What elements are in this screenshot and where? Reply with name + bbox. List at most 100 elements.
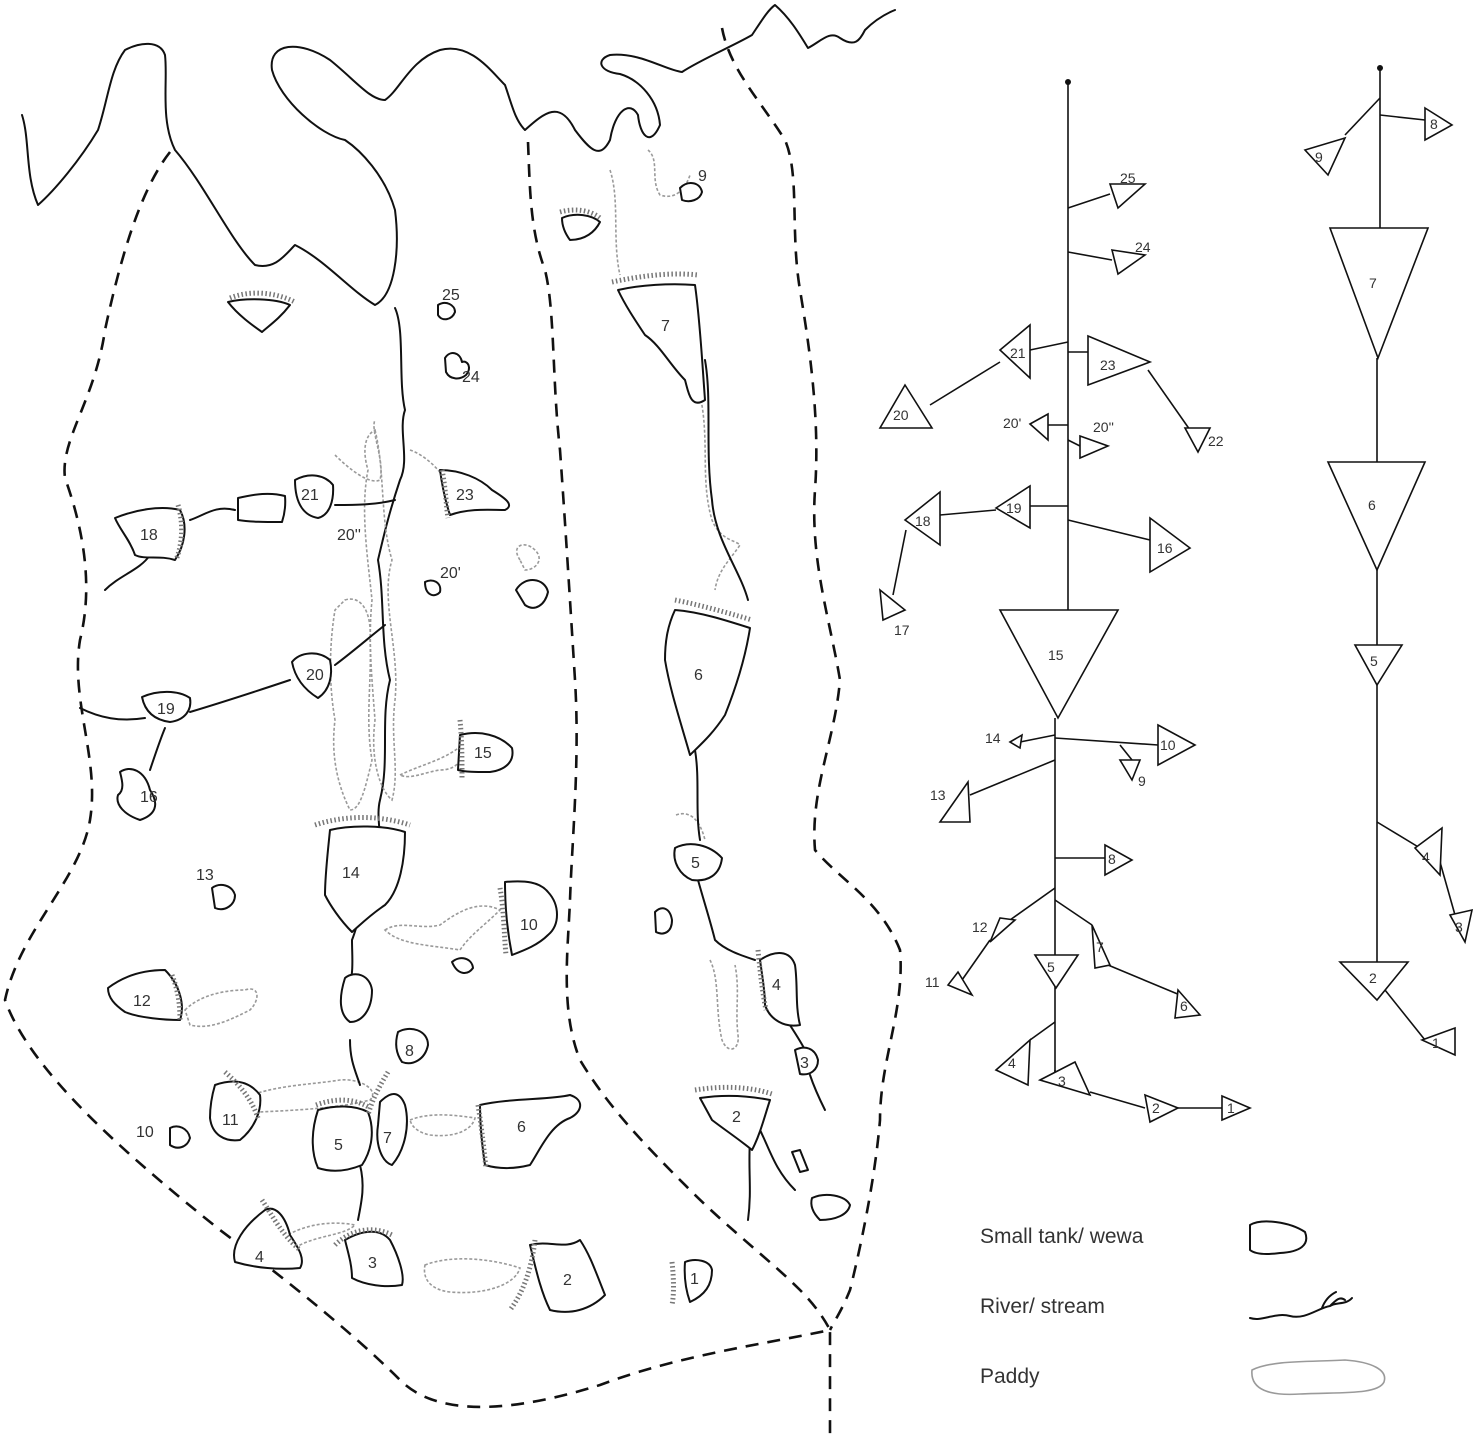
tree-a-node-12 [989, 917, 1017, 943]
tank-18 [141, 690, 192, 723]
tree-a-node-9 [1118, 759, 1142, 782]
branch [1054, 899, 1093, 926]
tank-16 [457, 732, 514, 773]
tank-b3 [794, 1046, 819, 1076]
cascade-b-tanks [559, 182, 851, 1306]
tank-b5 [673, 843, 723, 882]
tree-a-node-20 [878, 383, 934, 429]
tree-a-node-14 [1008, 733, 1024, 750]
tank-6 [479, 1094, 582, 1169]
tank-bund [611, 271, 699, 285]
label-tank-15: 14 [342, 865, 360, 882]
tree-a-node-7 [1091, 924, 1112, 969]
label-tank-14: 13 [196, 867, 214, 884]
branch [1344, 97, 1381, 136]
paddy-field [363, 428, 397, 802]
branch [1029, 1021, 1056, 1041]
tree-a-label-13: 13 [930, 787, 946, 803]
tank-bund [457, 719, 465, 779]
label-tank-12: 11 [222, 1112, 239, 1129]
label-tank-13: 12 [133, 993, 151, 1010]
tree-a-label-10: 10 [1160, 737, 1176, 753]
tree-a-node-6 [1174, 988, 1202, 1019]
branch [1019, 734, 1056, 743]
tank-11 [169, 1125, 191, 1149]
cascade-a-labels: 18 21 20'' 23 24 25 20' 20 19 16 15 14 1… [133, 287, 572, 1289]
legend-tank-symbol [1249, 1220, 1308, 1255]
label-tank-23: 23 [456, 487, 474, 504]
tank-17 [116, 768, 157, 821]
tank-bund [314, 815, 411, 828]
branch [1067, 439, 1081, 447]
tank-b8 [561, 213, 601, 241]
tank-bund [497, 887, 509, 956]
tree-a-label-9: 9 [1138, 773, 1146, 789]
tree-a-label-5: 5 [1047, 959, 1055, 975]
branch [1067, 251, 1113, 261]
tree-a-node-17 [879, 588, 907, 622]
stream [357, 1164, 364, 1221]
stream [334, 499, 396, 506]
label-tank-4: 4 [255, 1249, 264, 1266]
tank-unlabeled [339, 973, 373, 1023]
branch [1107, 964, 1181, 996]
tank-b1 [683, 1259, 713, 1303]
tree-a-node-23 [1087, 334, 1153, 387]
tree-a-label-24: 24 [1135, 239, 1151, 255]
tree-a-label-25: 25 [1120, 170, 1136, 186]
tree-a-label-20-prime: 20' [1003, 415, 1021, 431]
legend: Small tank/ wewa River/ stream Paddy [980, 1220, 1386, 1396]
label-tank-6: 6 [517, 1119, 526, 1136]
label-tank-16: 15 [474, 745, 492, 762]
tank-b6 [664, 609, 751, 756]
label-tank-b4: 4 [772, 977, 781, 994]
label-tank-20b: 20'' [337, 527, 361, 544]
tree-b-node-1 [1419, 1026, 1456, 1057]
tree-a-node-24 [1110, 249, 1148, 276]
tree-a-label-12: 12 [972, 919, 988, 935]
legend-river-symbol [1249, 1291, 1353, 1320]
tree-a-node-1 [1221, 1094, 1253, 1122]
boundary-cascade-a [3, 151, 832, 1434]
tank-15 [324, 825, 406, 933]
tank-bund [259, 1198, 302, 1252]
tree-a-node-15 [998, 609, 1120, 720]
stream [104, 554, 151, 591]
branch [1119, 744, 1133, 761]
tank-9 [451, 957, 474, 974]
stream [189, 679, 291, 713]
tree-b-label-6: 6 [1368, 497, 1376, 513]
tank-bund [223, 1070, 261, 1119]
tank-25 [437, 302, 456, 321]
river-outline [21, 4, 896, 306]
watershed-boundaries [3, 27, 902, 1434]
tree-a-node-22 [1183, 427, 1212, 454]
tree-a-label-17: 17 [894, 622, 910, 638]
tree-a-label-3: 3 [1058, 1073, 1066, 1089]
tank-2 [529, 1239, 606, 1313]
paddy-field [383, 905, 502, 951]
tank-5 [311, 1105, 373, 1172]
label-tank-b5: 5 [691, 855, 700, 872]
branch [1067, 193, 1111, 209]
label-tank-b6: 6 [694, 667, 703, 684]
label-tank-b3: 3 [800, 1055, 809, 1072]
paddy-field [423, 1258, 521, 1294]
paddy-fields-a [184, 419, 540, 1294]
tree-a-node-16 [1149, 516, 1192, 574]
tank-19 [291, 652, 333, 699]
paddy-field [699, 394, 742, 591]
tank-24 [444, 352, 470, 380]
tree-a-label-21: 21 [1010, 345, 1026, 361]
branch [929, 361, 1001, 406]
tank-21 [294, 474, 335, 519]
tank-unlabeled [227, 298, 291, 333]
legend-paddy-symbol [1251, 1359, 1386, 1396]
tank-4 [233, 1207, 303, 1270]
tree-b-label-5: 5 [1370, 653, 1378, 669]
tree-a-label-20: 20 [893, 407, 909, 423]
label-tank-b9: 9 [698, 168, 707, 185]
branch [892, 529, 907, 596]
label-tank-b2: 2 [732, 1109, 741, 1126]
